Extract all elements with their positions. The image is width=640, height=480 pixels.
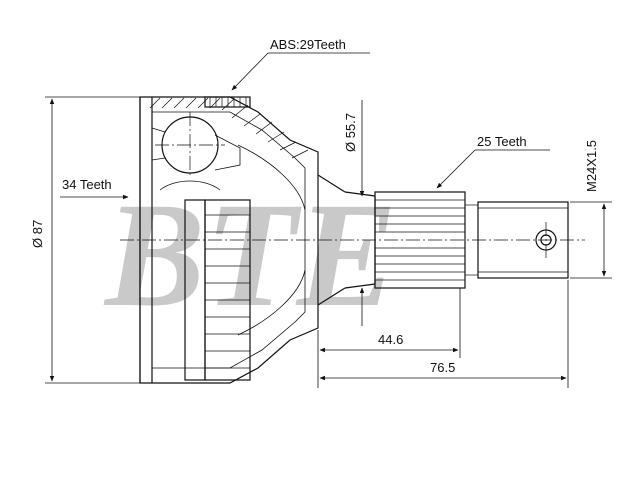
label-length-total: 76.5: [430, 360, 455, 375]
label-thread: M24X1.5: [584, 140, 599, 192]
dim-abs: ABS:29Teeth: [231, 37, 370, 91]
threaded-stub: [477, 201, 569, 279]
abs-ring-teeth: [204, 96, 251, 108]
label-abs: ABS:29Teeth: [270, 37, 346, 52]
dim-spline-teeth: 25 Teeth: [436, 134, 550, 189]
label-inner-teeth: 34 Teeth: [62, 177, 112, 192]
dim-length-total: 76.5: [319, 280, 569, 388]
label-length-short: 44.6: [378, 332, 403, 347]
dim-thread: M24X1.5: [570, 140, 612, 279]
label-seal-diameter: Ø 55.7: [343, 113, 358, 152]
label-spline-teeth: 25 Teeth: [477, 134, 527, 149]
inner-race-spline: [184, 199, 251, 381]
dim-inner-teeth: 34 Teeth: [60, 177, 129, 200]
ball-cage: [151, 112, 241, 191]
dim-outer-diameter: Ø 87: [30, 96, 140, 384]
spline-shaft: [374, 191, 478, 289]
dim-length-short: 44.6: [317, 288, 461, 388]
dim-seal-diameter: Ø 55.7: [343, 100, 365, 326]
label-outer-diameter: Ø 87: [30, 220, 45, 248]
